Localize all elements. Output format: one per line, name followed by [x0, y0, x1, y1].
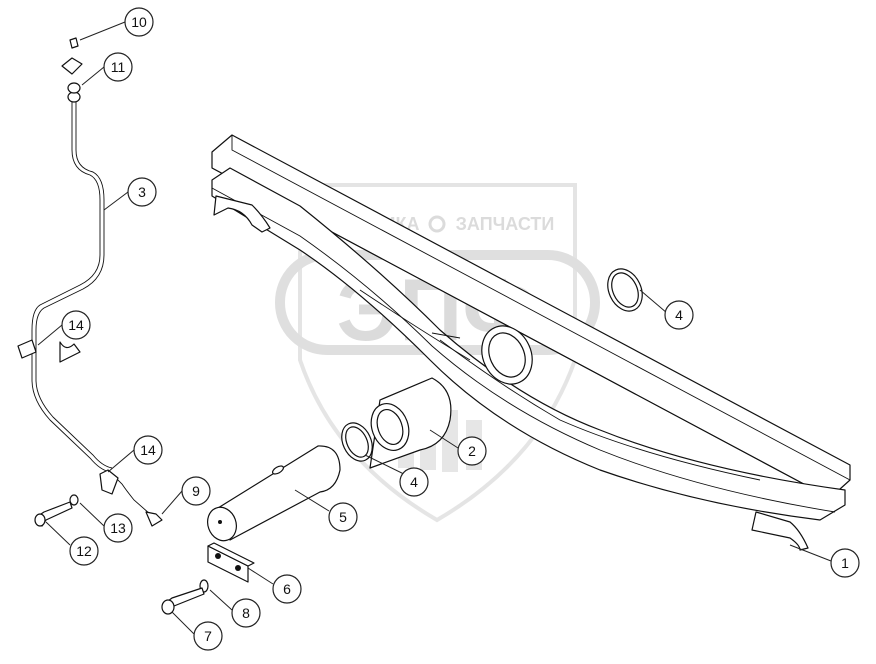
callout-5: 5 [328, 502, 358, 532]
callout-12-label: 12 [76, 543, 92, 559]
callout-14-upper-label: 14 [68, 317, 84, 333]
bushing-seat [431, 325, 533, 385]
leaf-spring [211, 134, 851, 551]
callout-4-upper-label: 4 [675, 307, 683, 323]
callout-11-label: 11 [111, 59, 126, 75]
callout-9: 9 [181, 476, 211, 506]
seal-ring-lower [341, 422, 373, 462]
callout-7-label: 7 [204, 628, 212, 644]
callout-4-upper: 4 [664, 300, 694, 330]
callout-8-label: 8 [242, 605, 250, 621]
grease-tube [17, 100, 163, 527]
callout-4-lower-label: 4 [410, 474, 418, 490]
callout-5-label: 5 [339, 509, 347, 525]
callout-14-upper: 14 [61, 310, 91, 340]
callout-3-label: 3 [138, 184, 146, 200]
leader-lines [37, 21, 832, 635]
bolt-7 [161, 587, 205, 615]
callout-13-label: 13 [110, 520, 126, 536]
callout-14-lower: 14 [133, 435, 163, 465]
callout-4-lower: 4 [399, 467, 429, 497]
callout-1: 1 [830, 548, 860, 578]
callout-1-label: 1 [841, 555, 849, 571]
callout-10: 10 [124, 7, 154, 37]
callout-8: 8 [231, 598, 261, 628]
washer-13 [69, 494, 79, 506]
callout-2-label: 2 [468, 443, 476, 459]
callout-14-lower-label: 14 [140, 442, 156, 458]
callout-6-label: 6 [283, 581, 291, 597]
gear-icon [428, 215, 446, 233]
lock-plate [207, 542, 255, 583]
callout-13: 13 [103, 513, 133, 543]
spring-pin [207, 445, 341, 542]
callout-9-label: 9 [192, 483, 200, 499]
callout-11: 11 [103, 52, 133, 82]
fitting-11 [67, 82, 81, 103]
callout-10-label: 10 [131, 14, 147, 30]
bushing [369, 377, 452, 469]
seal-ring-upper [607, 268, 643, 312]
callout-6: 6 [272, 574, 302, 604]
callout-7: 7 [193, 621, 223, 651]
bolt-12 [34, 501, 73, 527]
watermark-text-right: ЗАПЧАСТИ [456, 214, 555, 234]
callout-12: 12 [69, 536, 99, 566]
grease-nipple-10 [61, 37, 83, 75]
callout-2: 2 [457, 436, 487, 466]
callout-3: 3 [127, 177, 157, 207]
